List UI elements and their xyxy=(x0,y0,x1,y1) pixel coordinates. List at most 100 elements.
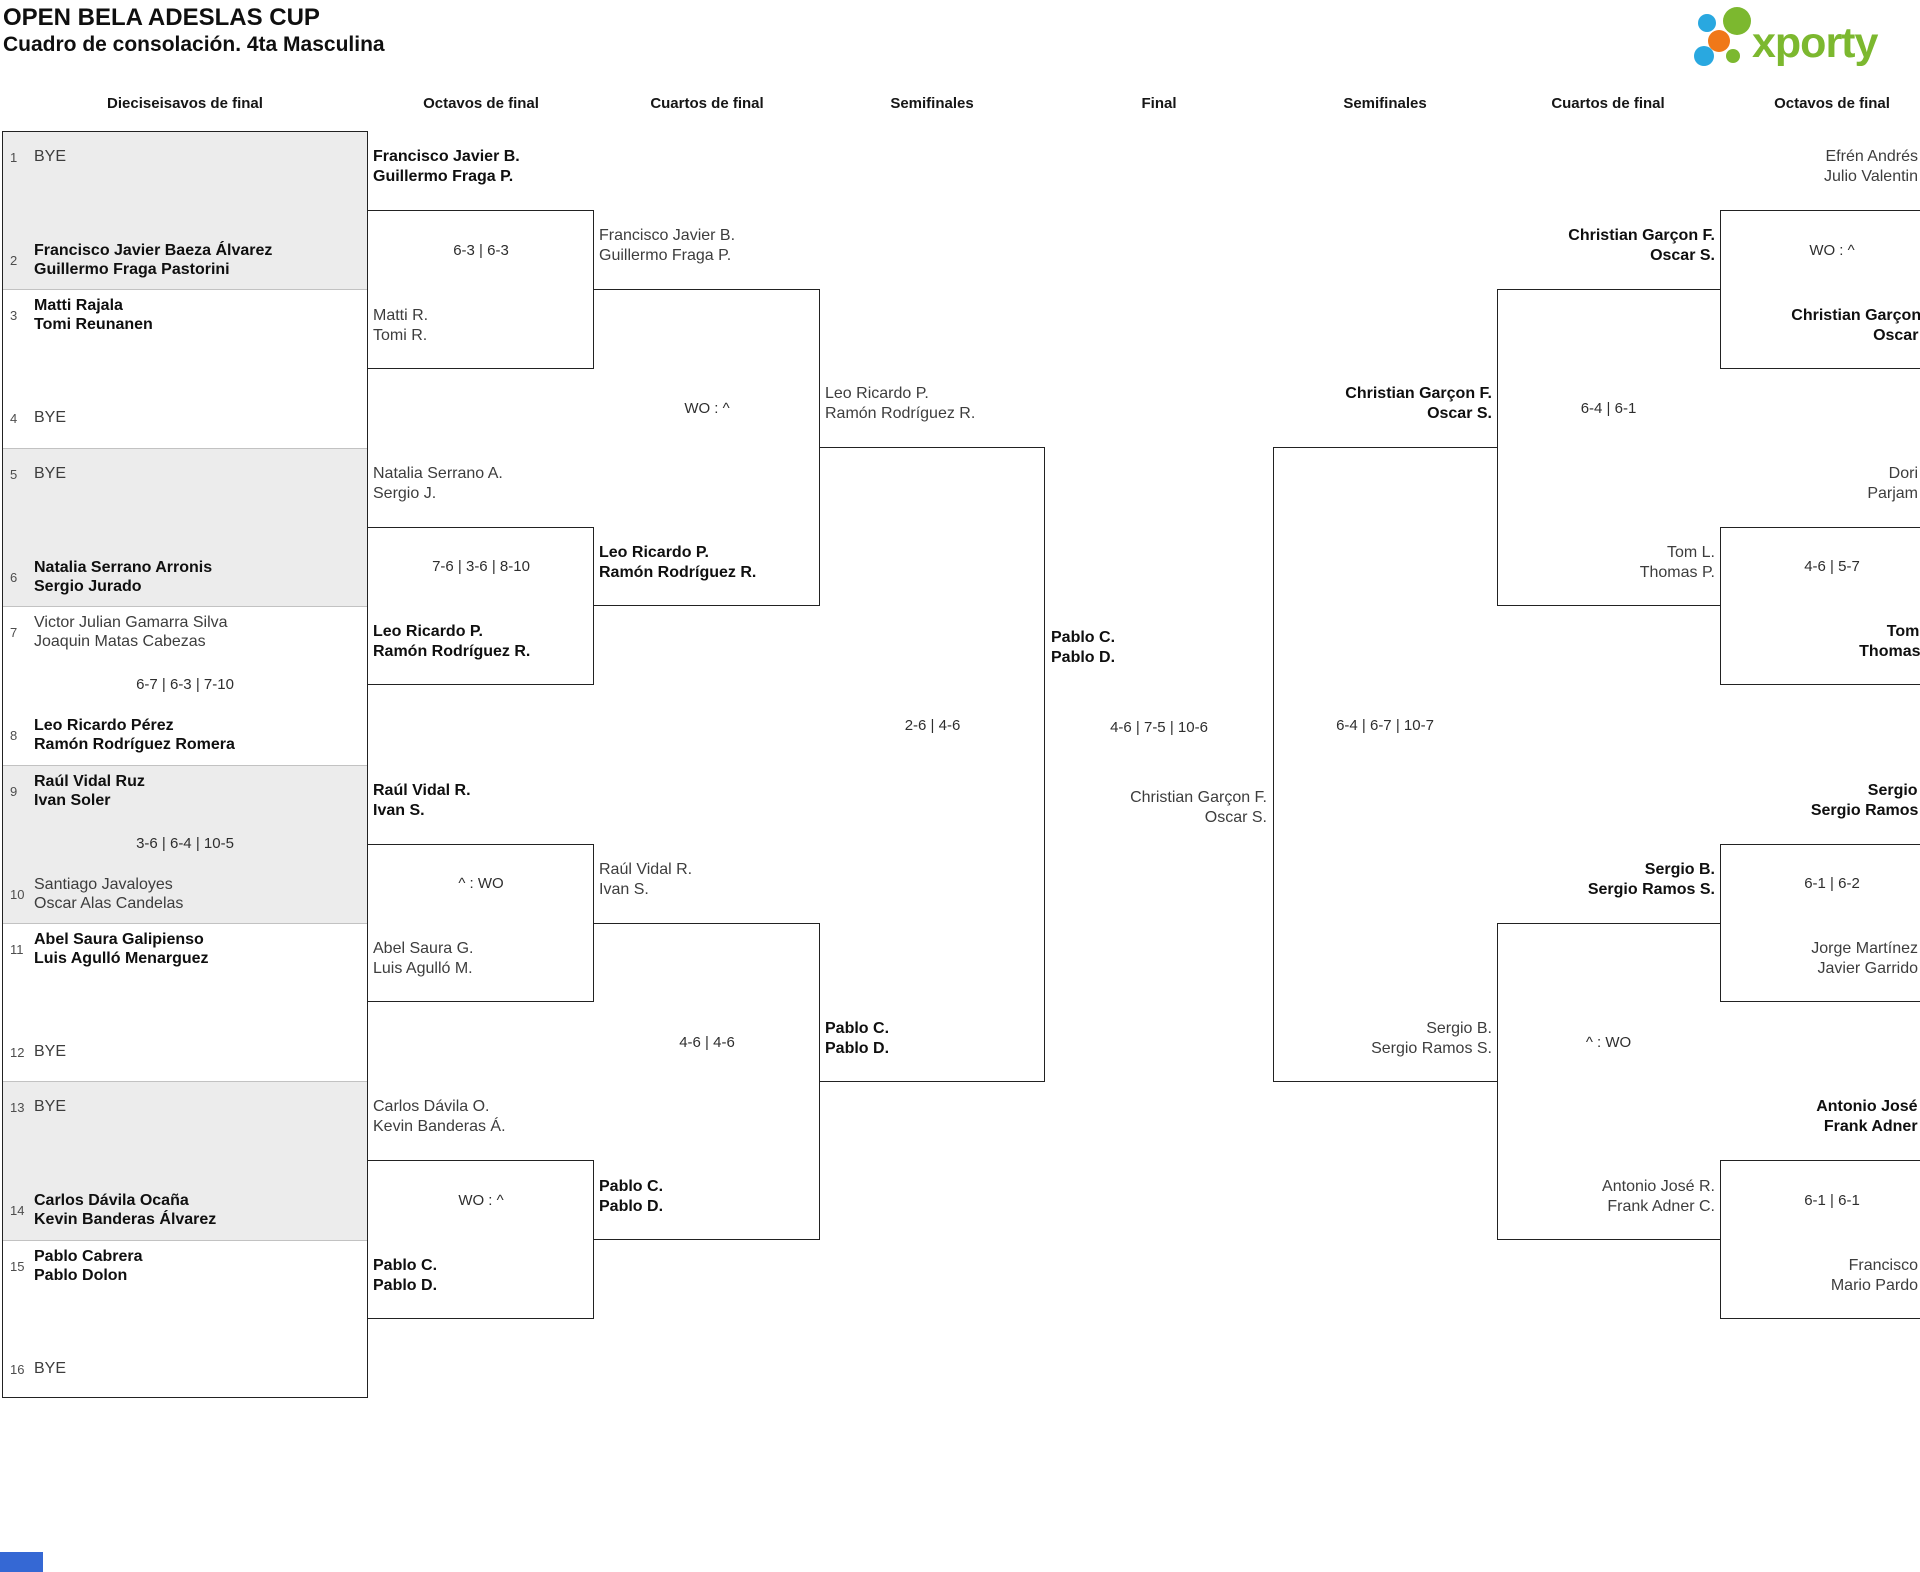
team-name: BYE xyxy=(34,1360,67,1378)
match-box xyxy=(594,289,820,606)
round-header: Octavos de final xyxy=(1774,95,1890,112)
logo-dot-icon xyxy=(1723,7,1751,35)
match-box xyxy=(594,923,820,1240)
seed-pair-block xyxy=(3,132,367,290)
round-header: Cuartos de final xyxy=(650,95,764,112)
team-name: BYE xyxy=(34,409,67,427)
match-box xyxy=(1720,527,1920,685)
match-score: 6-1 | 6-2 xyxy=(1804,875,1860,892)
finalist-label: Pablo C.Pablo D. xyxy=(1051,629,1116,666)
match-score: WO : ^ xyxy=(1809,242,1855,259)
round-header: Dieciseisavos de final xyxy=(107,95,263,112)
team-name: BYE xyxy=(34,1043,67,1061)
team-label: Francisco Javier B.Guillermo Fraga P. xyxy=(373,148,520,185)
team-label: Christian Garçon F.Oscar S. xyxy=(1791,307,1920,344)
team-label: Sergio B.Sergio Ramos S. xyxy=(1371,1020,1492,1057)
seed-number: 7 xyxy=(10,624,18,640)
seed-number: 13 xyxy=(10,1099,25,1115)
match-score: 4-6 | 4-6 xyxy=(679,1034,735,1051)
match-score: ^ : WO xyxy=(458,875,504,892)
team-label: Raúl Vidal R.Ivan S. xyxy=(599,861,693,898)
team-label: Antonio José R.Frank Adner C. xyxy=(1816,1098,1920,1135)
team-label: Leo Ricardo P.Ramón Rodríguez R. xyxy=(373,623,531,660)
logo-text: xporty xyxy=(1752,19,1879,67)
match-box xyxy=(1720,844,1920,1002)
seed-pair-block xyxy=(3,449,367,607)
match-box xyxy=(368,1160,594,1319)
team-label: Tom L.Thomas P. xyxy=(1639,544,1715,581)
team-label: Sergio B.Sergio Ramos S. xyxy=(1810,782,1920,819)
team-label: Natalia Serrano A.Sergio J. xyxy=(373,465,503,502)
team-label: Abel Saura G.Luis Agulló M. xyxy=(373,940,474,977)
match-box xyxy=(368,210,594,369)
seed-entry: 4 BYE xyxy=(5,397,66,439)
team-label: Carlos Dávila O.Kevin Banderas Á. xyxy=(373,1098,506,1135)
match-box xyxy=(1720,210,1920,369)
page-title: OPEN BELA ADESLAS CUP xyxy=(3,4,320,31)
seed-entry: 5 BYE xyxy=(5,453,66,495)
round-header: Cuartos de final xyxy=(1551,95,1665,112)
team-label: Sergio B.Sergio Ramos S. xyxy=(1587,861,1715,898)
seed-number: 15 xyxy=(10,1258,25,1274)
seed-pair-block xyxy=(3,607,367,766)
match-score: 7-6 | 3-6 | 8-10 xyxy=(432,558,530,575)
team-label: Christian Garçon F.Oscar S. xyxy=(1568,227,1715,264)
seed-number: 2 xyxy=(10,252,18,268)
match-score: 4-6 | 5-7 xyxy=(1804,558,1860,575)
page-subtitle: Cuadro de consolación. 4ta Masculina xyxy=(3,33,385,56)
match-score: 6-1 | 6-1 xyxy=(1804,1192,1860,1209)
match-box xyxy=(1273,447,1497,1082)
team-label: Pablo C.Pablo D. xyxy=(825,1020,890,1057)
match-score: 2-6 | 4-6 xyxy=(904,717,961,734)
match-score: 3-6 | 6-4 | 10-5 xyxy=(136,835,234,852)
seed-number: 11 xyxy=(10,941,24,957)
team-name: BYE xyxy=(34,148,67,166)
team-name: BYE xyxy=(34,465,67,483)
team-label: Pablo C.Pablo D. xyxy=(599,1178,664,1215)
match-score: 4-6 | 7-5 | 10-6 xyxy=(1110,719,1208,736)
seed-pair-block xyxy=(3,924,367,1082)
footer-blue-bar xyxy=(0,1552,43,1572)
match-score: ^ : WO xyxy=(1585,1034,1632,1051)
match-box xyxy=(1497,289,1720,606)
logo-dot-icon xyxy=(1708,30,1730,52)
team-label: Raúl Vidal R.Ivan S. xyxy=(373,782,471,819)
match-box xyxy=(1497,923,1720,1240)
seed-number: 4 xyxy=(10,410,18,426)
seed-number: 9 xyxy=(10,783,18,799)
seed-number: 16 xyxy=(10,1361,25,1377)
round-header: Semifinales xyxy=(890,95,974,112)
seed-number: 6 xyxy=(10,569,18,585)
xporty-logo[interactable]: xporty xyxy=(1686,0,1920,70)
team-label: Francisco Javier B.Guillermo Fraga P. xyxy=(599,227,736,264)
seed-pair-block xyxy=(3,766,367,924)
seed-number: 5 xyxy=(10,466,18,482)
team-label: Leo Ricardo P.Ramón Rodríguez R. xyxy=(825,385,976,422)
match-score: 6-7 | 6-3 | 7-10 xyxy=(136,676,234,693)
match-box xyxy=(1720,1160,1920,1319)
team-label: Antonio José R.Frank Adner C. xyxy=(1602,1178,1715,1215)
match-box xyxy=(368,844,594,1002)
logo-dot-icon xyxy=(1698,14,1716,32)
team-label: Leo Ricardo P.Ramón Rodríguez R. xyxy=(599,544,757,581)
round-header: Semifinales xyxy=(1343,95,1427,112)
match-score: WO : ^ xyxy=(458,1192,504,1209)
